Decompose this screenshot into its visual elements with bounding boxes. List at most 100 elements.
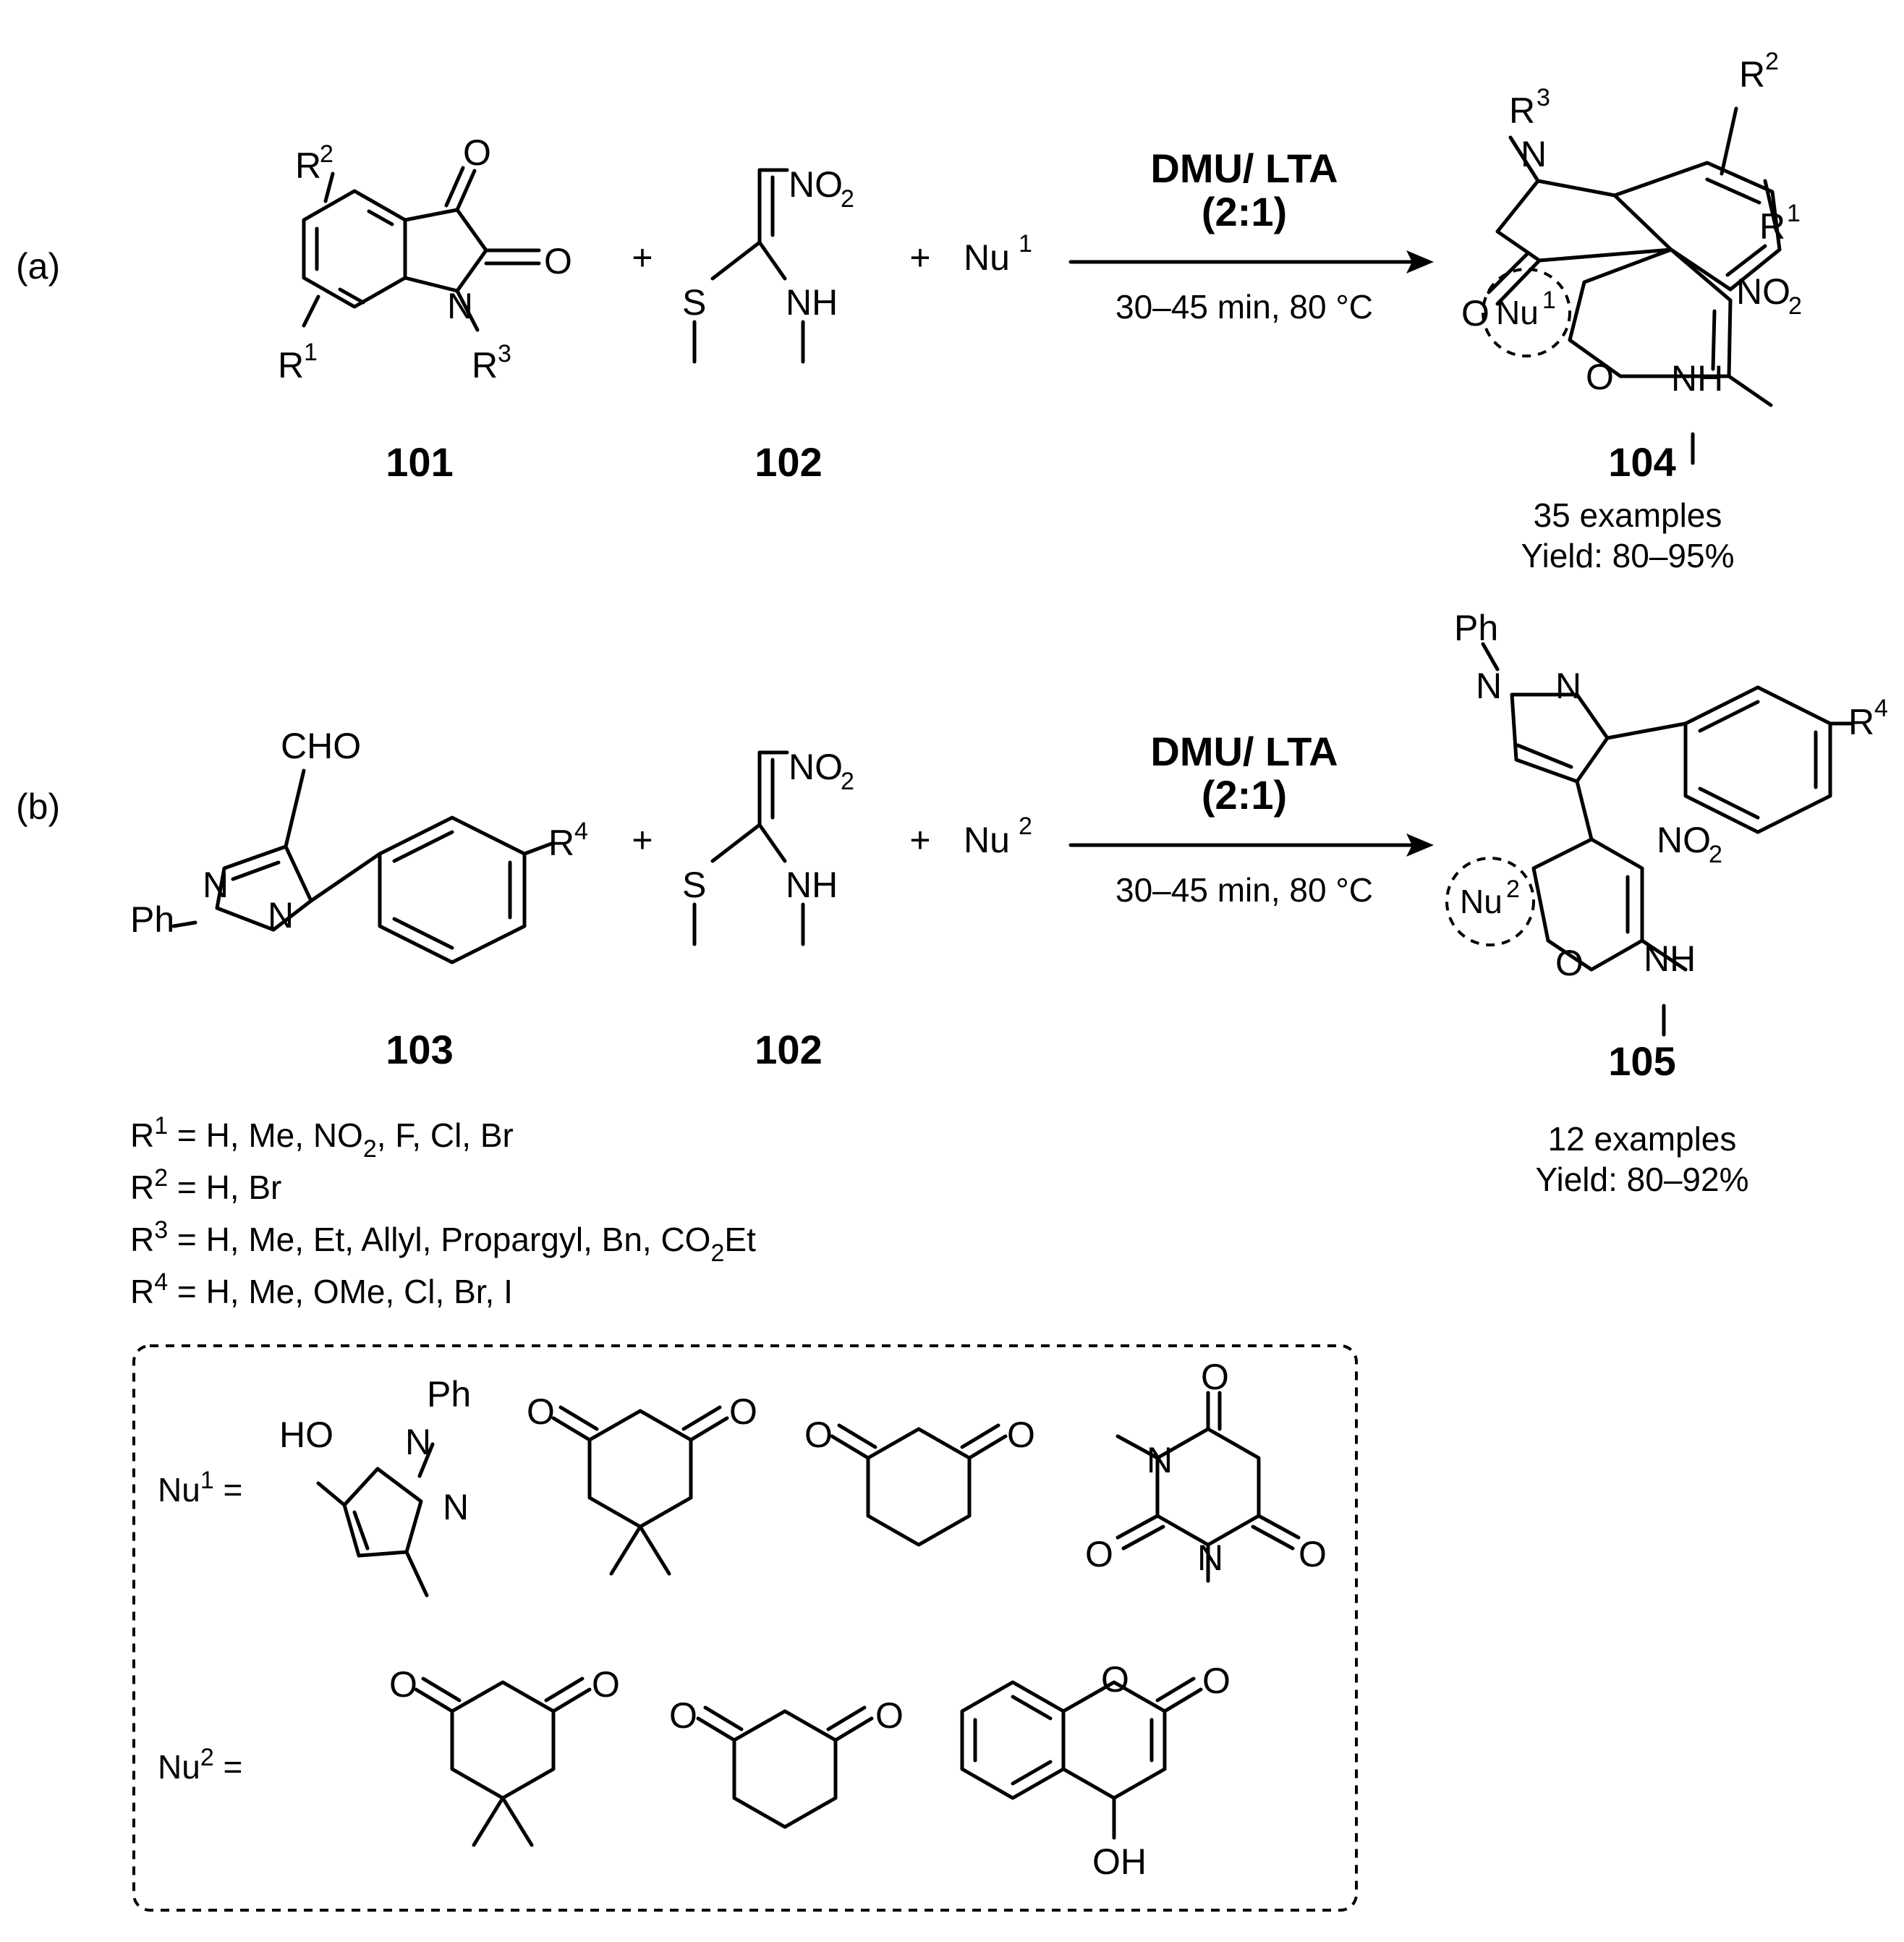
panel-b-tag: (b) bbox=[16, 786, 60, 827]
examples-count: 35 examples bbox=[1534, 496, 1722, 534]
panel-a: (a) O O N R 2 R 1 R 3 101 + bbox=[16, 48, 1802, 574]
atom-s: S bbox=[682, 865, 706, 905]
structure-102-b: NO 2 S NH bbox=[682, 747, 854, 946]
structure-104: R 3 N O R 2 R 1 NO 2 N Nu 1 O NH bbox=[1461, 48, 1802, 465]
atom-no: NO bbox=[789, 747, 843, 787]
atom-n: N bbox=[1521, 134, 1547, 174]
compound-label-102: 102 bbox=[755, 1027, 822, 1072]
atom-o: O bbox=[1586, 357, 1614, 397]
atom-r: R bbox=[1759, 206, 1785, 247]
structure-105: Ph N N R 4 NO 2 Nu 2 O NH bbox=[1445, 608, 1888, 1037]
nu-ring-label: Nu bbox=[1496, 294, 1539, 331]
atom-o: O bbox=[389, 1664, 417, 1705]
atom-o: O bbox=[729, 1391, 757, 1432]
atom-o: O bbox=[463, 132, 491, 173]
ratio-label: (2:1) bbox=[1202, 772, 1287, 818]
atom-ph: Ph bbox=[1454, 608, 1498, 648]
atom-r: R bbox=[1739, 54, 1765, 95]
sub-two: 2 bbox=[841, 768, 854, 795]
nu1-pyrazolone: Ph HO N N bbox=[279, 1374, 471, 1598]
atom-n: N bbox=[1555, 666, 1581, 706]
nu1-barbituric: O N N O O bbox=[1085, 1357, 1327, 1583]
nu2-dimedone: O O bbox=[389, 1664, 620, 1847]
nucleophile-sup: 2 bbox=[1019, 813, 1032, 840]
atom-o: O bbox=[544, 241, 572, 281]
atom-nh: NH bbox=[786, 282, 838, 323]
atom-r: R bbox=[472, 345, 498, 386]
nu1-cyclohexanedione: O O bbox=[804, 1415, 1035, 1547]
atom-o: O bbox=[1085, 1534, 1113, 1574]
atom-r: R bbox=[548, 823, 574, 863]
atom-nh: NH bbox=[1671, 358, 1723, 399]
nu-ring-sup: 1 bbox=[1542, 287, 1556, 314]
atom-n: N bbox=[1476, 666, 1502, 706]
r4-definition: R4 = H, Me, OMe, Cl, Br, I bbox=[130, 1268, 513, 1310]
nu-ring-label: Nu bbox=[1460, 883, 1503, 920]
atom-nh: NH bbox=[786, 865, 838, 905]
atom-n: N bbox=[443, 1487, 469, 1527]
atom-n: N bbox=[268, 895, 294, 936]
sub-two: 2 bbox=[841, 185, 854, 213]
atom-ho: HO bbox=[279, 1415, 333, 1455]
nu-ring-sup: 2 bbox=[1506, 875, 1520, 903]
nucleophile-box: Nu1 = Nu2 = Ph HO N N O O bbox=[132, 1344, 1358, 1912]
atom-o: O bbox=[669, 1695, 697, 1736]
atom-n: N bbox=[203, 865, 229, 905]
yield-range: Yield: 80–95% bbox=[1521, 537, 1735, 574]
nu2-hydroxycoumarin: O O OH bbox=[960, 1659, 1231, 1882]
sub-two: 2 bbox=[1788, 292, 1802, 320]
nu2-cyclohexanedione: O O bbox=[669, 1695, 904, 1829]
compound-label-104: 104 bbox=[1608, 439, 1675, 485]
catalyst-label: DMU/ LTA bbox=[1150, 145, 1338, 191]
sub-two: 2 bbox=[1709, 841, 1722, 868]
sup-three: 3 bbox=[498, 340, 511, 368]
structure-103: CHO N N Ph R 4 bbox=[130, 726, 588, 964]
plus-sign: + bbox=[909, 820, 930, 860]
nu2-definition: Nu2 = bbox=[158, 1744, 242, 1786]
sup-three: 3 bbox=[1537, 84, 1550, 111]
atom-o: O bbox=[1461, 293, 1489, 334]
conditions-label: 30–45 min, 80 °C bbox=[1115, 288, 1373, 326]
atom-ph: Ph bbox=[130, 899, 174, 940]
atom-n: N bbox=[1197, 1538, 1223, 1578]
atom-r: R bbox=[278, 345, 304, 386]
atom-cho: CHO bbox=[281, 726, 361, 766]
atom-o: O bbox=[1201, 1357, 1229, 1397]
r1-definition: R1 = H, Me, NO2, F, Cl, Br bbox=[130, 1112, 514, 1163]
atom-n: N bbox=[1147, 1440, 1173, 1480]
atom-n: N bbox=[447, 286, 473, 326]
atom-s: S bbox=[682, 282, 706, 323]
plus-sign: + bbox=[632, 237, 653, 278]
nu1-dimedone: O O bbox=[527, 1391, 757, 1576]
plus-sign: + bbox=[909, 237, 930, 278]
atom-nh: NH bbox=[1644, 938, 1696, 979]
yield-range: Yield: 80–92% bbox=[1536, 1161, 1749, 1198]
ratio-label: (2:1) bbox=[1202, 189, 1287, 234]
atom-r: R bbox=[1509, 90, 1535, 131]
atom-o: O bbox=[1299, 1534, 1327, 1574]
plus-sign: + bbox=[632, 820, 653, 860]
atom-r: R bbox=[295, 145, 321, 186]
nu1-definition: Nu1 = bbox=[158, 1467, 242, 1509]
nucleophile-label: Nu bbox=[964, 237, 1010, 278]
r3-definition: R3 = H, Me, Et, Allyl, Propargyl, Bn, CO… bbox=[130, 1216, 756, 1267]
compound-label-101: 101 bbox=[386, 439, 453, 485]
r2-definition: R2 = H, Br bbox=[130, 1164, 281, 1206]
atom-no: NO bbox=[789, 164, 843, 205]
compound-label-103: 103 bbox=[386, 1027, 453, 1072]
atom-r: R bbox=[1848, 702, 1874, 742]
atom-o: O bbox=[1202, 1661, 1231, 1701]
nucleophile-label: Nu bbox=[964, 820, 1010, 860]
atom-n: N bbox=[405, 1422, 431, 1462]
atom-ph: Ph bbox=[427, 1374, 471, 1415]
panel-a-tag: (a) bbox=[16, 246, 60, 287]
sup-four: 4 bbox=[574, 818, 588, 845]
catalyst-label: DMU/ LTA bbox=[1150, 729, 1338, 774]
atom-o: O bbox=[1555, 943, 1584, 983]
atom-o: O bbox=[804, 1415, 833, 1455]
structure-101: O O N R 2 R 1 R 3 bbox=[278, 132, 572, 386]
substituent-list: R1 = H, Me, NO2, F, Cl, Br R2 = H, Br R3… bbox=[130, 1112, 756, 1310]
atom-o: O bbox=[1007, 1415, 1035, 1455]
atom-no: NO bbox=[1736, 271, 1790, 312]
